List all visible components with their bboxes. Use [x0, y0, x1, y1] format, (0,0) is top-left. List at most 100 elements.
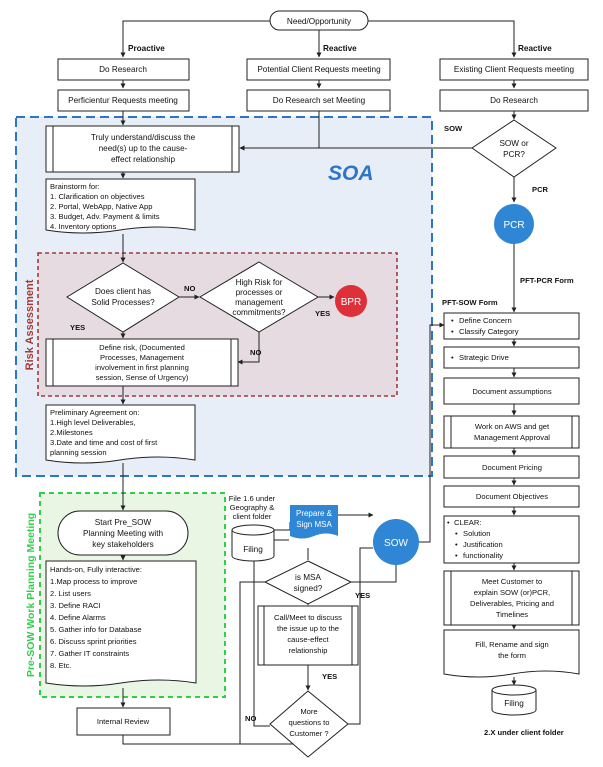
aws-process: Work on AWS and get Management Approval [443, 415, 580, 449]
more-questions-line-2: questions to [289, 718, 330, 727]
file-note-line-1: File 1.6 under [229, 494, 276, 503]
clear-line-1: CLEAR: [454, 518, 481, 527]
define-concern-bullet-1: • [451, 316, 454, 325]
start-presow-line-1: Start Pre_SOW [95, 518, 152, 527]
sow-or-pcr-decision: SOW or PCR? [471, 119, 557, 178]
understand-line-3: effect relationship [111, 155, 175, 164]
clear-bullet-1: • [455, 529, 458, 538]
define-risk-line-4: session, Sense of Urgency) [96, 373, 189, 382]
no-label-2: NO [250, 348, 261, 357]
prepare-msa-line-2: Sign MSA [296, 520, 332, 529]
filing-left-label: Filing [243, 545, 263, 554]
pcr-branch-label: PCR [532, 185, 549, 194]
clear-line-3: Justification [463, 540, 503, 549]
do-research-set-meeting-box [246, 89, 391, 112]
call-meet-line-1: Call/Meet to discuss [274, 613, 342, 622]
sow-circle-label: SOW [384, 538, 408, 549]
high-risk-line-1: High Risk for [236, 278, 283, 287]
msa-signed-decision: is MSA signed? [263, 560, 353, 605]
file-note-line-3: client folder [233, 512, 272, 521]
clear-bullet-0: • [447, 518, 450, 527]
internal-review-box [76, 707, 171, 736]
hands-on-line-6: 5. Gather info for Database [50, 625, 142, 634]
meet-customer-line-1: Meet Customer to [482, 577, 542, 586]
call-meet-line-3: cause-effect [287, 635, 329, 644]
preliminary-line-1: Preliminary Agreement on: [50, 408, 139, 417]
high-risk-line-2: processes or [236, 288, 283, 297]
preliminary-line-5: planning session [50, 448, 107, 457]
solid-processes-line-1: Does client has [95, 287, 151, 296]
start-presow-line-2: Planning Meeting with [83, 529, 164, 538]
clear-bullet-2: • [455, 540, 458, 549]
start-terminal [269, 10, 369, 31]
more-questions-decision: More questions to Customer ? [269, 690, 349, 758]
msa-signed-line-2: signed? [294, 584, 323, 593]
do-research-2-box [439, 89, 589, 112]
msa-signed-line-1: is MSA [295, 573, 321, 582]
more-questions-line-1: More [300, 707, 317, 716]
prepare-msa-line-1: Prepare & [296, 509, 333, 518]
hands-on-line-2: 1.Map process to improve [50, 577, 137, 586]
no-label-1: NO [184, 284, 195, 293]
branch-proactive: Proactive [128, 44, 165, 53]
clear-box [443, 515, 580, 564]
potential-client-box [246, 58, 391, 81]
document-pricing-box [443, 455, 580, 479]
hands-on-line-8: 7. Gather IT constraints [50, 649, 129, 658]
strategic-drive-bullet: • [451, 353, 454, 362]
call-meet-line-4: relationship [289, 646, 328, 655]
start-presow-terminal: Start Pre_SOW Planning Meeting with key … [57, 510, 189, 556]
strategic-drive-box [443, 346, 580, 369]
yes-signed-label: YES [355, 591, 370, 600]
define-concern-line-2: Classify Category [459, 327, 519, 336]
aws-line-2: Management Approval [474, 433, 550, 442]
yes-label-1: YES [70, 323, 85, 332]
sow-branch-label: SOW [444, 124, 463, 133]
do-research-2-label: Do Research [490, 96, 538, 105]
high-risk-decision: High Risk for processes or management co… [199, 261, 319, 333]
presow-title: Pre-SOW Work Planning Meeting [25, 513, 37, 677]
hands-on-line-9: 8. Etc. [50, 661, 72, 670]
define-risk-line-1: Define risk, (Documented [99, 343, 185, 352]
do-research-set-meeting-label: Do Research set Meeting [273, 96, 366, 105]
define-concern-bullet-2: • [451, 327, 454, 336]
risk-title: Risk Assessment [24, 279, 36, 370]
connectors [120, 20, 517, 755]
fill-rename-document: Fill, Rename and sign the form [443, 629, 580, 678]
potential-client-label: Potential Client Requests meeting [257, 65, 381, 74]
hands-on-line-1: Hands-on, Fully interactive: [50, 565, 142, 574]
hands-on-line-5: 4. Define Alarms [50, 613, 106, 622]
solid-processes-decision: Does client has Solid Processes? [66, 262, 180, 333]
understand-line-2: need(s) up to the cause- [99, 144, 188, 153]
perficientur-requests-box [57, 89, 190, 112]
existing-client-box [439, 58, 589, 81]
hands-on-line-4: 3. Define RACI [50, 601, 101, 610]
bpr-label: BPR [341, 297, 362, 308]
brainstorm-line-1: Brainstorm for: [50, 182, 100, 191]
do-research-1-label: Do Research [99, 65, 147, 74]
hands-on-line-7: 6. Discuss sprint priorities [50, 637, 137, 646]
clear-line-2: Solution [463, 529, 490, 538]
document-assumptions-box [443, 377, 580, 405]
filing-cylinder-left: Filing [231, 524, 275, 562]
more-questions-line-3: Customer ? [289, 729, 328, 738]
pcr-circle-label: PCR [503, 220, 524, 231]
prepare-msa-box: Prepare & Sign MSA [290, 505, 338, 539]
filing-right-label: Filing [504, 699, 524, 708]
soa-title: SOA [328, 162, 374, 185]
pft-pcr-label: PFT-PCR Form [520, 276, 574, 285]
call-meet-process: Call/Meet to discuss the issue up to the… [257, 605, 359, 666]
fill-rename-line-2: the form [498, 651, 526, 660]
solid-processes-line-2: Solid Processes? [91, 298, 155, 307]
document-objectives-box [443, 485, 580, 508]
perficientur-requests-label: Perficientur Requests meeting [68, 96, 178, 105]
preliminary-document: Preliminary Agreement on: 1.High level D… [45, 404, 196, 464]
preliminary-line-4: 3.Date and time and cost of first [50, 438, 158, 447]
existing-client-label: Existing Client Requests meeting [454, 65, 575, 74]
brainstorm-line-3: 2. Portal, WebApp, Native App [50, 202, 152, 211]
no-more-label: NO [245, 714, 256, 723]
document-objectives-label: Document Objectives [476, 492, 548, 501]
brainstorm-document: Brainstorm for: 1. Clarification on obje… [45, 178, 196, 234]
bpr-circle [335, 285, 367, 317]
branch-reactive-1: Reactive [323, 44, 357, 53]
